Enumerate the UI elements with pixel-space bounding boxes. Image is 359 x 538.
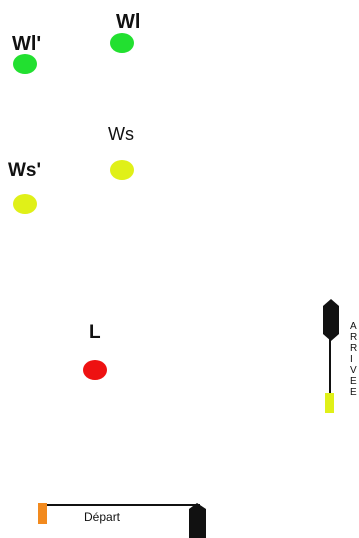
label-wl: Wl: [116, 11, 141, 33]
green-marker-wl: [110, 33, 134, 53]
departure-post-icon: [189, 503, 206, 538]
label-l: L: [89, 322, 101, 343]
green-marker-wl-prime: [13, 54, 37, 74]
label-ws: Ws: [108, 124, 134, 144]
yellow-marker-ws-prime: [13, 194, 37, 214]
arrival-yellow-marker: [325, 393, 334, 413]
arrival-post-icon: [323, 299, 339, 341]
departure-orange-marker: [38, 503, 47, 524]
yellow-marker-ws: [110, 160, 134, 180]
red-marker-l: [83, 360, 107, 380]
label-ws-prime: Ws': [8, 160, 42, 181]
label-depart: Départ: [84, 510, 121, 524]
label-wl-prime: Wl': [12, 33, 42, 55]
arrival-vertical-text: ARRIVEE: [350, 321, 358, 398]
